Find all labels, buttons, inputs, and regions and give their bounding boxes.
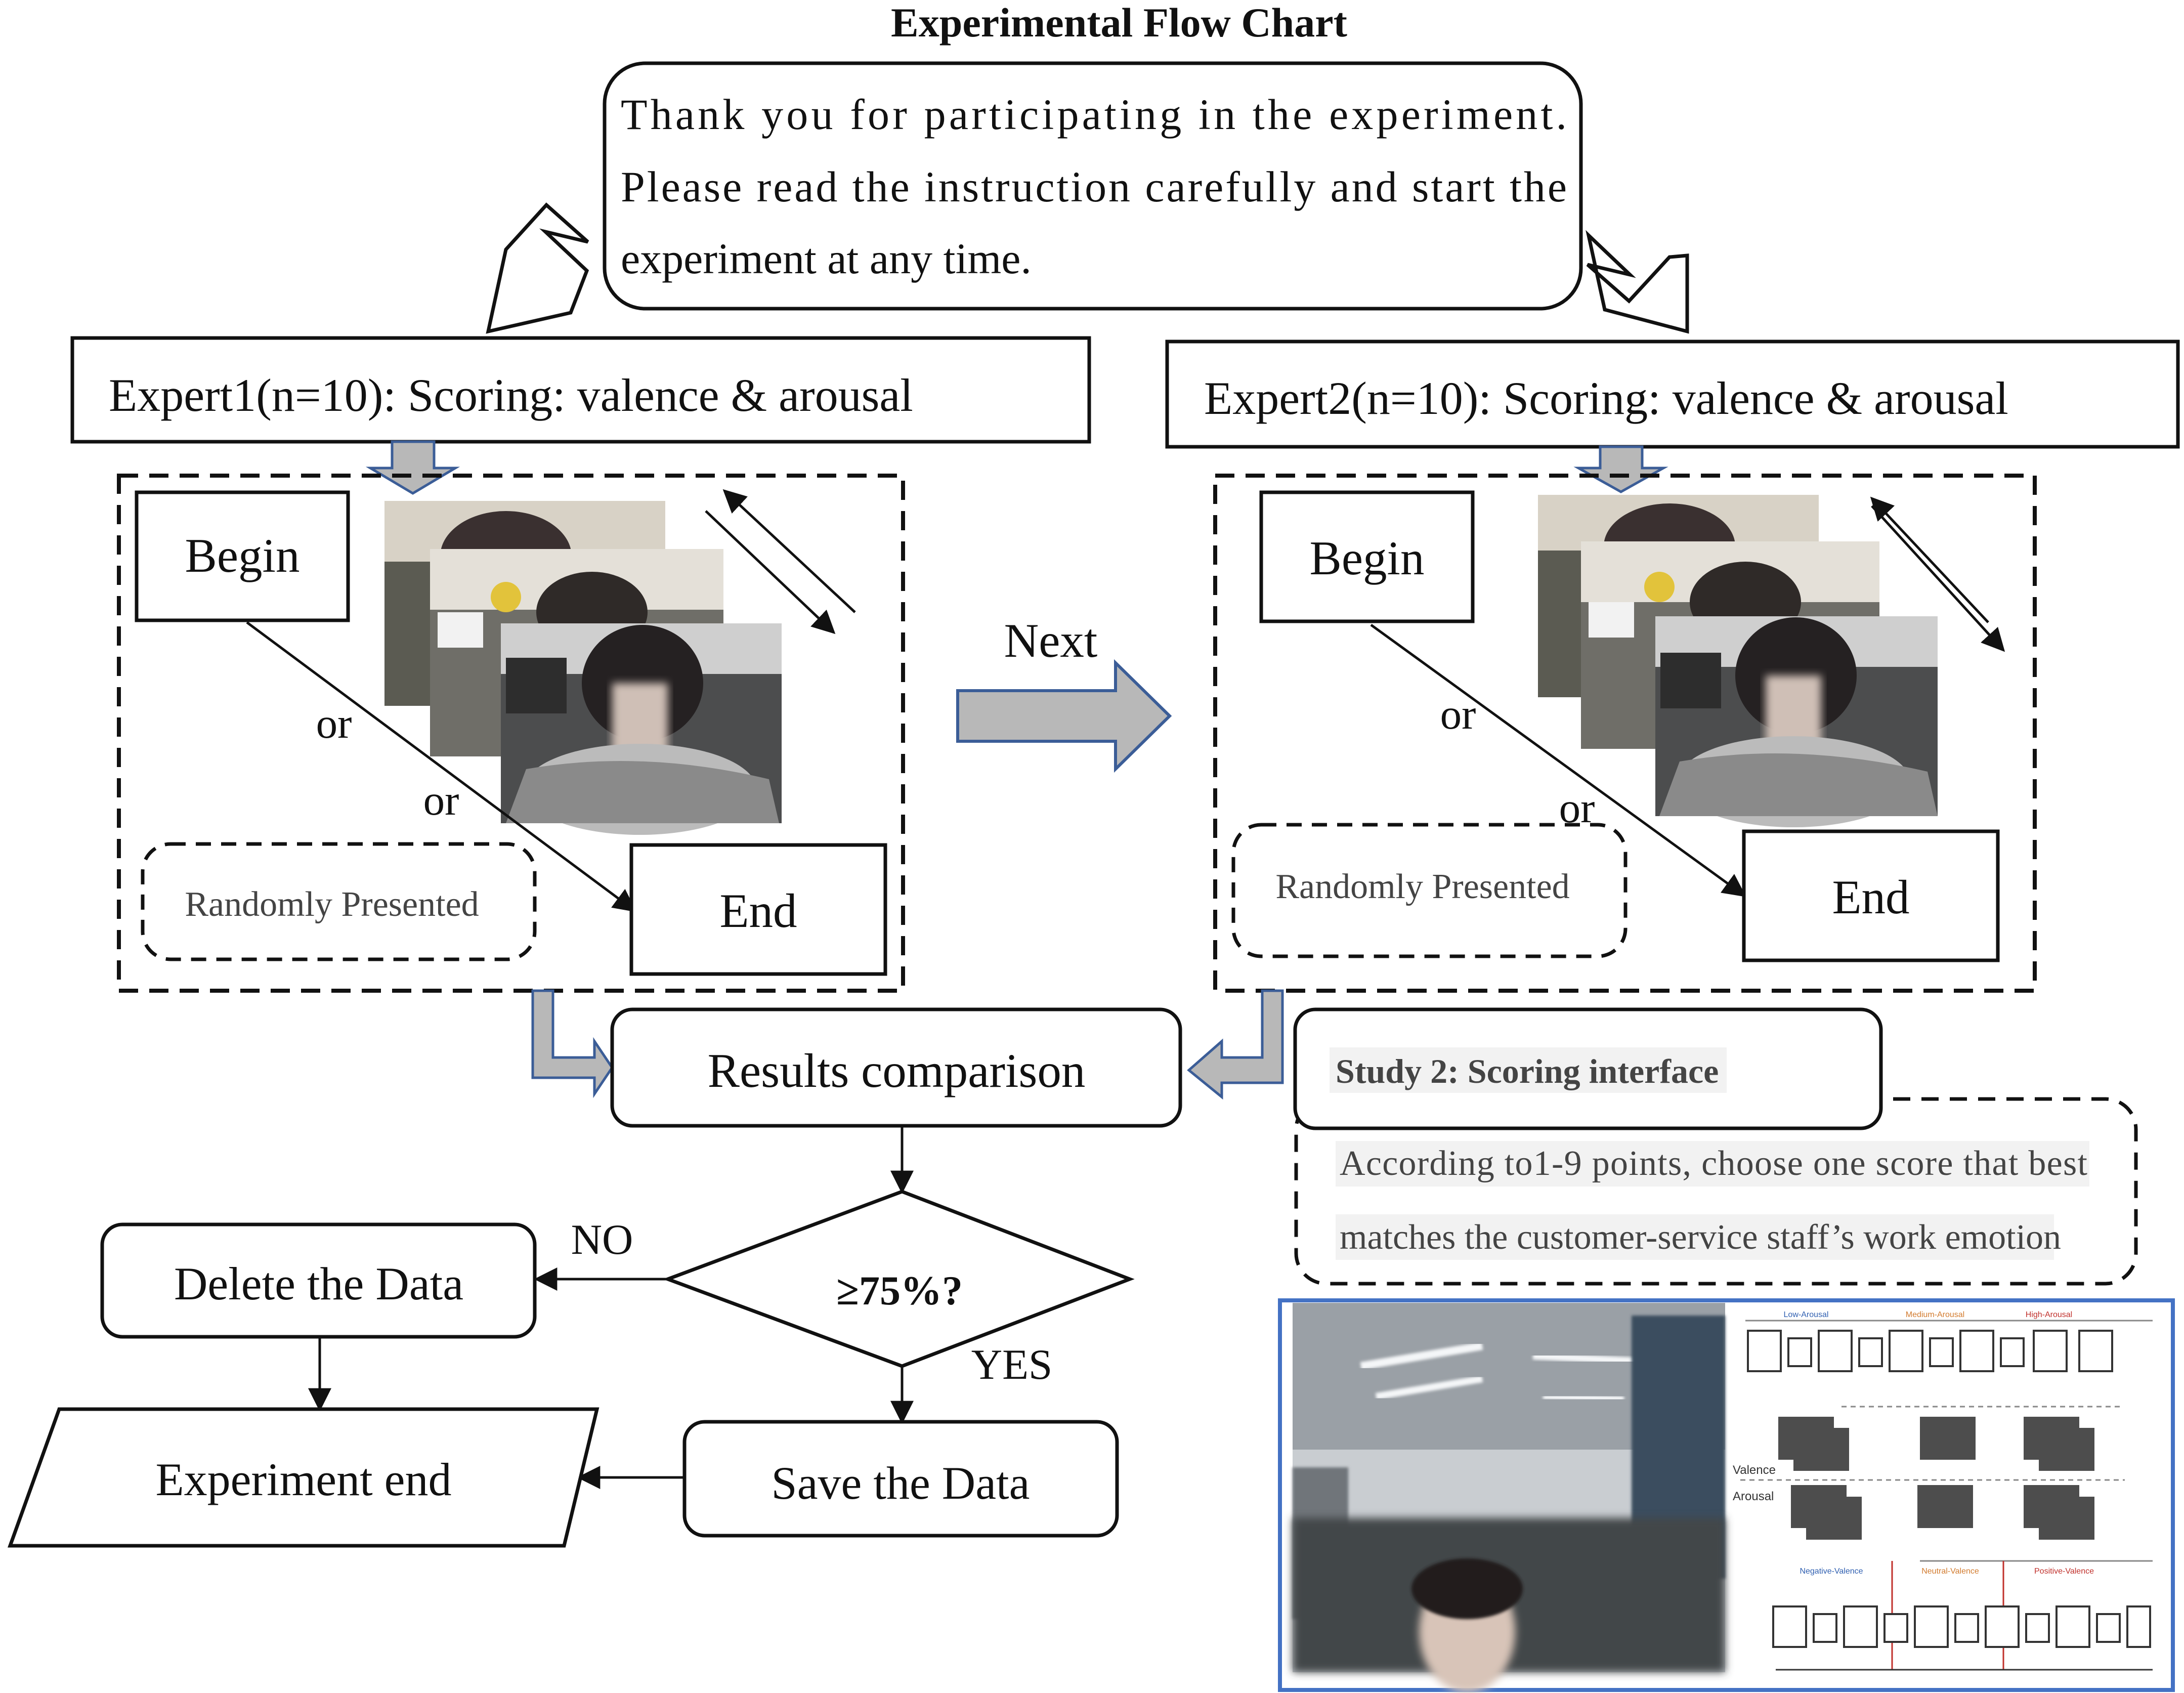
expert2-back-arrow [1870,496,1989,623]
chart-title: Experimental Flow Chart [891,0,1347,46]
study-line-highlight-1 [1336,1141,2089,1187]
expert1-or-1: or [316,700,352,747]
expert1-header-box [70,336,1091,444]
expert1-begin-end-line [246,621,637,912]
expert1-begin-box [135,490,350,622]
expert1-random-label: Randomly Presented [185,885,479,924]
valence-header-neutral: Neutral-Valence [1921,1567,1979,1576]
expert2-end: End [1832,870,1909,924]
results-comparison: Results comparison [708,1044,1086,1097]
expert1-or-2: or [423,777,459,824]
expert2-or-1: or [1440,691,1476,738]
study-line-2: matches the customer-service staff’s wor… [1340,1218,2061,1257]
expert1-begin: Begin [185,529,300,582]
expert2-begin-box [1259,490,1475,623]
office-photo [1293,1303,1725,1692]
next-label: Next [1004,614,1098,667]
expert2-header-box [1165,340,2180,449]
intro-box [603,61,1583,311]
expert2-end-box [1742,829,2000,962]
experiment-end: Experiment end [155,1454,451,1505]
intro-line-1: Thank you for participating in the exper… [621,90,1567,139]
save-data: Save the Data [772,1457,1030,1509]
hollow-arrow-right [1586,230,1689,334]
yes-label: YES [971,1341,1053,1388]
intro-line-3: experiment at any time. [621,234,1032,283]
study-line-1: According to1-9 points, choose one score… [1340,1144,2088,1183]
results-comparison-box [610,1007,1182,1128]
expert1-end: End [719,884,797,938]
scoring-interface-panel: Low-Arousal Medium-Arousal High-Arousal … [1278,1298,2175,1692]
expert1-photo-stack [384,501,782,835]
experiment-end-box [8,1407,599,1548]
expert2-random-label: Randomly Presented [1275,867,1569,906]
delete-data: Delete the Data [174,1258,463,1309]
intro-line-2: Please read the instruction carefully an… [621,162,1567,211]
expert1-forward-arrow [705,510,836,634]
arousal-header-high: High-Arousal [2026,1310,2072,1319]
side-label-arousal: Arousal [1733,1490,1774,1503]
valence-header-negative: Negative-Valence [1800,1567,1863,1576]
expert1-end-box [629,843,887,976]
study-title-highlight [1330,1047,1727,1093]
expert1-panel [117,474,905,993]
valence-header-positive: Positive-Valence [2034,1567,2094,1576]
arousal-header-low: Low-Arousal [1784,1310,1829,1319]
expert2-begin-end-line [1370,623,1746,897]
no-label: NO [571,1216,633,1263]
decision-label: ≥75%? [836,1267,963,1314]
arousal-header-medium: Medium-Arousal [1906,1310,1964,1319]
expert2-begin: Begin [1310,531,1425,585]
expert2-header: Expert2(n=10): Scoring: valence & arousa… [1204,372,2008,424]
elbow-arrow-right [1187,989,1284,1100]
expert1-random-box [141,842,537,961]
study-line-highlight-2 [1336,1214,2054,1260]
down-arrow-left [365,440,460,495]
expert2-random-box [1231,823,1628,958]
expert2-forward-arrow [1871,505,2005,652]
down-arrow-right [1573,445,1668,493]
expert1-back-arrow [722,489,856,613]
expert2-panel [1213,474,2037,993]
hollow-arrow-left [486,202,589,334]
study-title: Study 2: Scoring interface [1336,1052,1719,1090]
expert2-photo-stack [1538,495,1938,827]
expert1-header: Expert1(n=10): Scoring: valence & arousa… [109,369,913,421]
next-arrow [956,659,1172,773]
sam-scale-figure: Low-Arousal Medium-Arousal High-Arousal … [1733,1310,2153,1671]
side-label-valence: Valence [1733,1463,1776,1477]
elbow-arrow-left [531,989,614,1098]
